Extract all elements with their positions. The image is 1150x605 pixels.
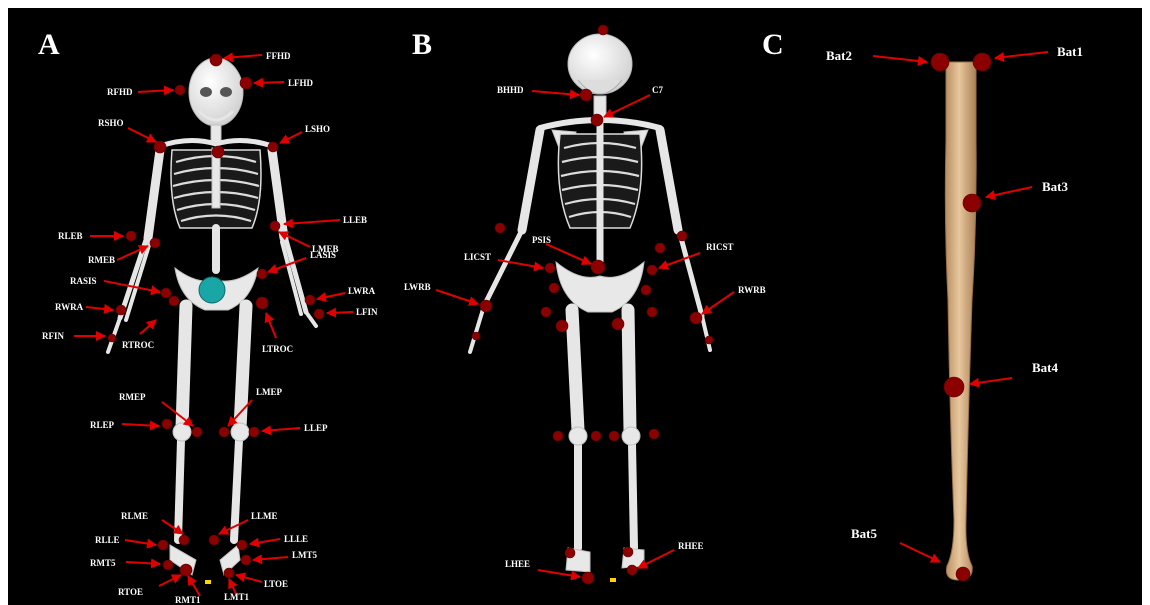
marker-label-rtroc: RTROC: [122, 340, 154, 350]
marker-label-bat2: Bat2: [826, 48, 852, 63]
marker-label-rlep: RLEP: [90, 420, 115, 430]
marker-label-licst: LICST: [464, 252, 491, 262]
marker-label-lleb: LLEB: [343, 215, 367, 225]
marker-label-rlme: RLME: [121, 511, 148, 521]
marker-label-ffhd: FFHD: [266, 51, 291, 61]
marker-label-rleb: RLEB: [58, 231, 83, 241]
marker-label-llme: LLME: [251, 511, 278, 521]
marker-label-psis: PSIS: [532, 235, 551, 245]
marker-label-lmt5: LMT5: [292, 550, 318, 560]
marker-label-rmt5: RMT5: [90, 558, 116, 568]
marker-label-lhee: LHEE: [505, 559, 530, 569]
marker-label-rwrb: RWRB: [738, 285, 766, 295]
marker-label-rmep: RMEP: [119, 392, 146, 402]
marker-label-lsho: LSHO: [305, 124, 330, 134]
pelvis-center-marker: [199, 277, 225, 303]
marker-label-rsho: RSHO: [98, 118, 124, 128]
marker-label-rmt1: RMT1: [175, 595, 201, 605]
marker-label-c7: C7: [652, 85, 663, 95]
marker-label-lwrb: LWRB: [404, 282, 431, 292]
marker-label-rlle: RLLE: [95, 535, 120, 545]
marker-label-llle: LLLE: [284, 534, 308, 544]
marker-label-rfin: RFIN: [42, 331, 64, 341]
marker-label-rtoe: RTOE: [118, 587, 143, 597]
marker-label-ltroc: LTROC: [262, 344, 293, 354]
marker-label-ricst: RICST: [706, 242, 734, 252]
marker-label-lmt1: LMT1: [224, 592, 250, 602]
marker-label-rhee: RHEE: [678, 541, 704, 551]
marker-label-rmeb: RMEB: [88, 255, 115, 265]
marker-label-bat1: Bat1: [1057, 44, 1083, 59]
marker-label-bat3: Bat3: [1042, 179, 1069, 194]
marker-label-rwra: RWRA: [55, 302, 84, 312]
marker-label-bat5: Bat5: [851, 526, 878, 541]
marker-label-lmep: LMEP: [256, 387, 283, 397]
panel-b-label: B: [412, 28, 432, 61]
marker-label-rasis: RASIS: [70, 276, 97, 286]
marker-label-lfin: LFIN: [356, 307, 378, 317]
marker-label-lasis: LASIS: [310, 250, 336, 260]
marker-label-rfhd: RFHD: [107, 87, 133, 97]
marker-label-llep: LLEP: [304, 423, 328, 433]
marker-label-bat4: Bat4: [1032, 360, 1059, 375]
marker-label-ltoe: LTOE: [264, 579, 288, 589]
marker-label-bhhd: BHHD: [497, 85, 524, 95]
panel-c-label: C: [762, 28, 784, 61]
marker-label-lfhd: LFHD: [288, 78, 314, 88]
marker-label-lwra: LWRA: [348, 286, 376, 296]
panel-a-label: A: [38, 28, 60, 61]
